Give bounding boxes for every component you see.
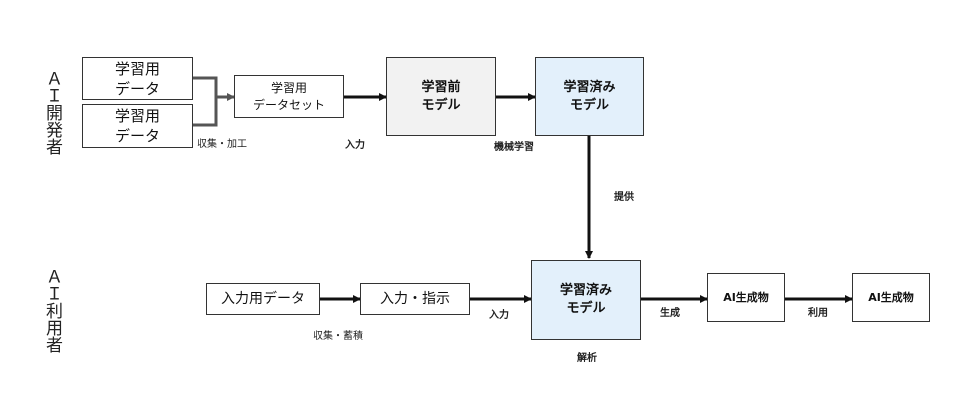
ai-user-label: ＡＩ利用者 <box>42 267 62 353</box>
merge-connector-bottom-data <box>193 97 218 127</box>
input-instruction-box: 入力・指示 <box>360 283 470 315</box>
collect-process-label: 収集・加工 <box>197 139 247 150</box>
use-label: 利用 <box>808 308 828 319</box>
pretrained-model-box: 学習前 モデル <box>386 57 496 136</box>
ai-developer-label: ＡＩ開発者 <box>42 69 62 155</box>
training-data-box-bottom: 学習用 データ <box>82 104 193 148</box>
trained-model-box-user: 学習済み モデル <box>531 260 641 340</box>
trained-model-box-developer: 学習済み モデル <box>535 57 644 136</box>
ai-output-box: AI生成物 <box>707 273 785 322</box>
training-data-box-top: 学習用 データ <box>82 57 193 100</box>
input-user-label: 入力 <box>489 310 509 321</box>
merge-connector-top-data <box>193 76 218 97</box>
provide-label: 提供 <box>614 192 634 203</box>
training-dataset-box: 学習用 データセット <box>234 75 344 118</box>
input-data-box: 入力用データ <box>206 283 320 315</box>
machine-learning-label: 機械学習 <box>494 142 534 153</box>
input-developer-label: 入力 <box>345 140 365 151</box>
generate-label: 生成 <box>660 308 680 319</box>
analyze-label: 解析 <box>577 353 597 364</box>
collect-store-label: 収集・蓄積 <box>313 331 363 342</box>
ai-output-use-box: AI生成物 <box>852 273 930 322</box>
